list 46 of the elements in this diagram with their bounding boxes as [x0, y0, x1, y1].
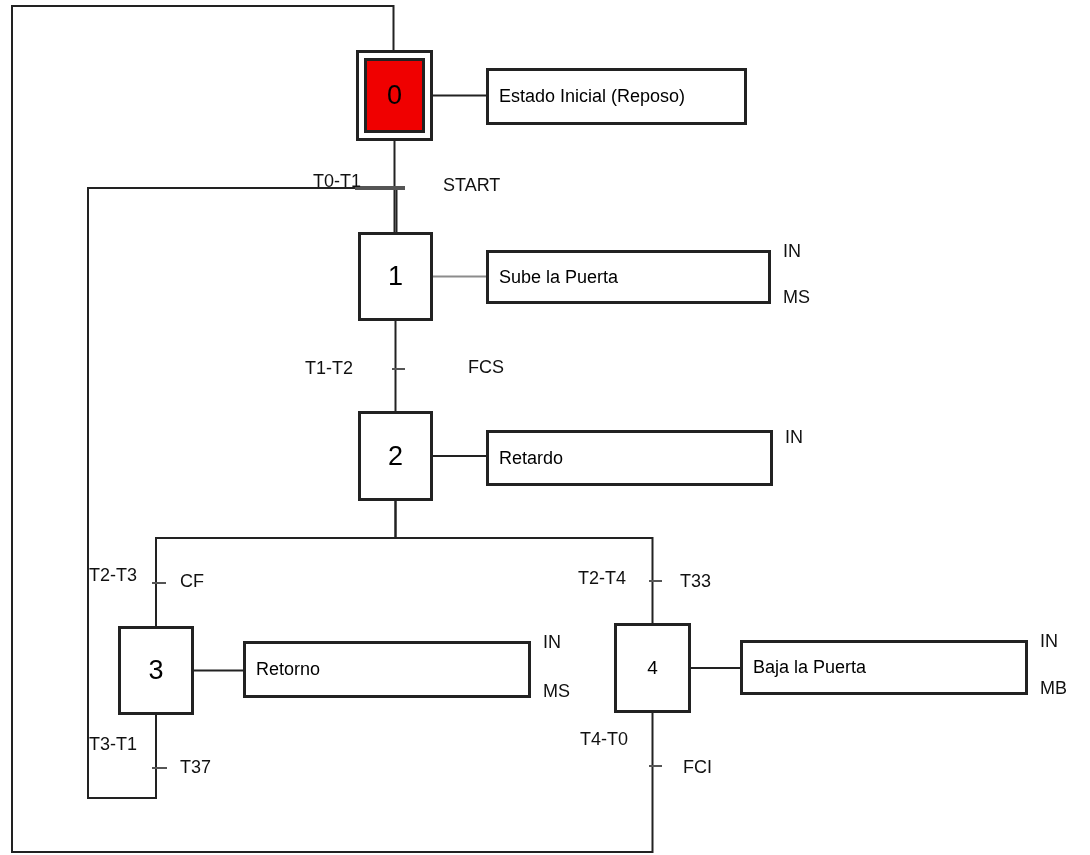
qualifier-text: IN [783, 242, 801, 260]
connector-line [432, 275, 487, 278]
transition-label: T37 [180, 758, 212, 776]
transition-label: FCS [468, 358, 504, 376]
qualifier-text: IN [785, 428, 803, 446]
step-number: 3 [148, 655, 164, 686]
connector-line [394, 320, 397, 412]
connector-line [690, 667, 741, 669]
qualifier-text: IN [1040, 632, 1058, 650]
qualifier-text: MS [783, 288, 810, 306]
transition-label: T3-T1 [89, 735, 137, 753]
transition-label: T33 [680, 572, 712, 590]
connector-line [432, 455, 487, 457]
transition-label: T4-T0 [580, 730, 628, 748]
step-number: 4 [647, 657, 658, 679]
action-box [486, 250, 771, 304]
transition-label: T2-T4 [578, 569, 626, 587]
connector-line [11, 5, 654, 853]
step-number: 2 [388, 440, 403, 472]
action-box [486, 68, 747, 125]
transition-label: T1-T2 [305, 359, 353, 377]
action-text: Retorno [255, 659, 321, 680]
action-text: Sube la Puerta [498, 266, 619, 288]
connector-line [193, 669, 244, 672]
action-text: Retardo [498, 447, 564, 469]
transition-label: T0-T1 [313, 172, 361, 190]
transition-label: START [443, 176, 501, 194]
connector-line [87, 187, 398, 799]
step-number: 1 [388, 261, 403, 292]
action-box [740, 640, 1028, 695]
action-box [486, 430, 773, 486]
step-box [118, 626, 194, 715]
action-box [243, 641, 531, 698]
step-box [358, 411, 433, 501]
action-text: Baja la Puerta [752, 657, 867, 678]
transition-label: CF [180, 572, 204, 590]
qualifier-text: MS [543, 682, 570, 700]
transition-label: T2-T3 [89, 566, 137, 584]
action-text: Estado Inicial (Reposo) [498, 86, 686, 107]
step-number: 0 [387, 80, 402, 111]
transition-label: FCI [683, 758, 712, 776]
step-box [614, 623, 691, 713]
step-box [358, 232, 433, 321]
qualifier-text: MB [1040, 679, 1067, 697]
qualifier-text: IN [543, 633, 561, 651]
connector-line [394, 500, 654, 624]
